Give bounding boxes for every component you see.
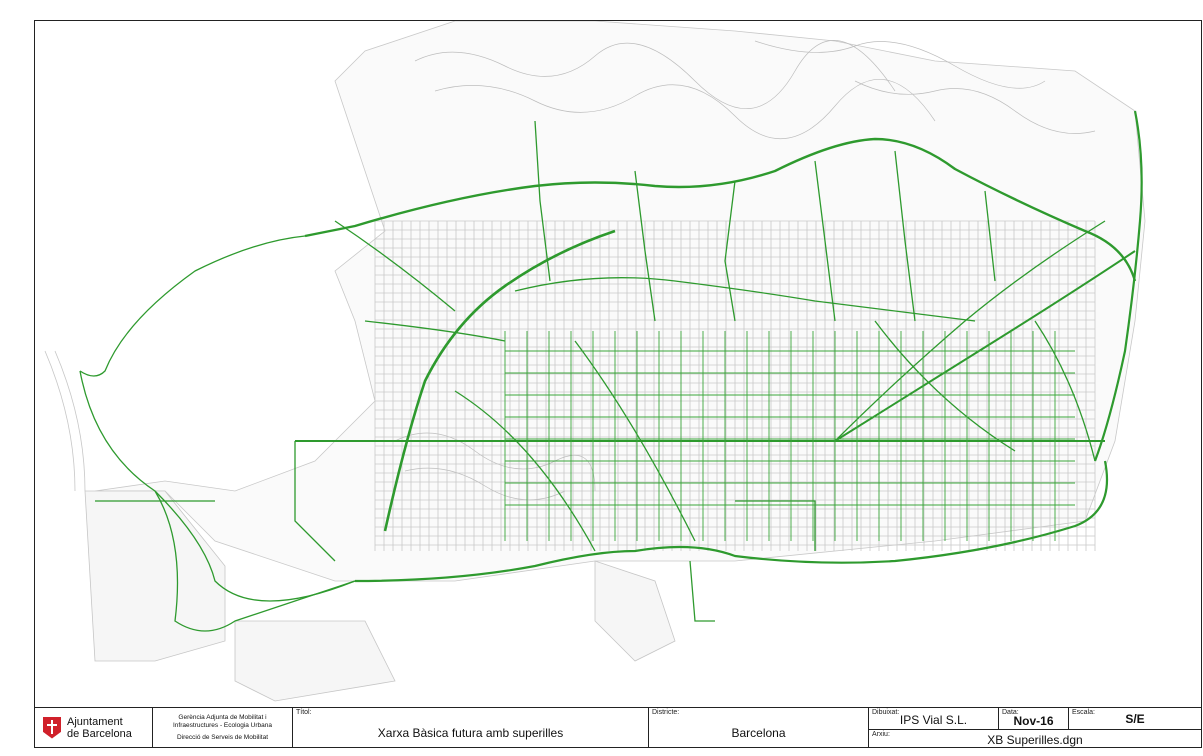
title-label: Títol: bbox=[296, 709, 312, 716]
scale-value: S/E bbox=[1125, 712, 1145, 726]
annex-field: Arxiu: XB Superilles.dgn bbox=[869, 730, 1201, 748]
department-line-3: Direcció de Serveis de Mobilitat bbox=[176, 733, 269, 741]
barcelona-shield-icon bbox=[43, 716, 61, 739]
title-block: Ajuntament de Barcelona Gerència Adjunta… bbox=[35, 707, 1201, 747]
map-sheet-frame: Ajuntament de Barcelona Gerència Adjunta… bbox=[34, 20, 1202, 748]
date-value: Nov-16 bbox=[1013, 714, 1054, 728]
date-label: Data: bbox=[1002, 709, 1019, 716]
drawing-info-group: Dibuixat: IPS Vial S.L. Data: Nov-16 Esc… bbox=[869, 708, 1201, 747]
barcelona-road-network-map bbox=[44, 21, 1146, 702]
date-field: Data: Nov-16 bbox=[999, 708, 1069, 729]
basic-network-layer bbox=[79, 110, 1143, 632]
street-grid-layer bbox=[94, 21, 1146, 582]
department-line-2: Infraestructures - Ecologia Urbana bbox=[173, 721, 272, 729]
eixample-grid bbox=[504, 331, 1075, 541]
logo-line-1: Ajuntament bbox=[67, 715, 123, 728]
district-label: Districte: bbox=[652, 709, 680, 716]
annex-value: XB Superilles.dgn bbox=[987, 733, 1083, 747]
department-block: Gerència Adjunta de Mobilitat i Infraest… bbox=[153, 708, 293, 747]
map-canvas bbox=[35, 21, 1201, 707]
drawn-by-field: Dibuixat: IPS Vial S.L. bbox=[869, 708, 999, 729]
logo-line-2: de Barcelona bbox=[67, 727, 132, 740]
title-field: Títol: Xarxa Bàsica futura amb superille… bbox=[293, 708, 649, 747]
title-value: Xarxa Bàsica futura amb superilles bbox=[377, 726, 564, 740]
port-area bbox=[44, 350, 676, 702]
district-value: Barcelona bbox=[731, 726, 786, 740]
annex-label: Arxiu: bbox=[872, 731, 890, 738]
drawn-label: Dibuixat: bbox=[872, 709, 900, 716]
scale-field: Escala: S/E bbox=[1069, 708, 1201, 729]
city-logo: Ajuntament de Barcelona bbox=[35, 708, 153, 747]
drawn-value: IPS Vial S.L. bbox=[899, 713, 968, 727]
scale-label: Escala: bbox=[1072, 709, 1095, 716]
district-field: Districte: Barcelona bbox=[649, 708, 869, 747]
hills-contours bbox=[394, 40, 1096, 501]
department-line-1: Gerència Adjunta de Mobilitat i bbox=[178, 713, 267, 721]
